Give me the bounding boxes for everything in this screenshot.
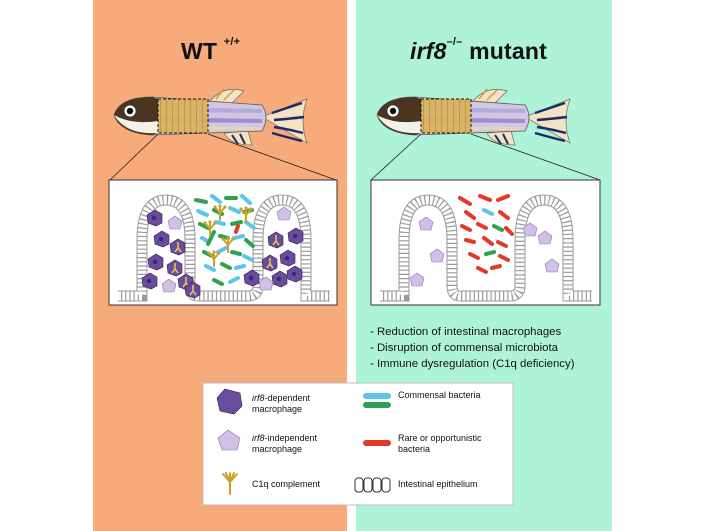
wt-commensal-bacteria (194, 194, 256, 286)
legend-dependent-label: irf8-dependent macrophage (252, 393, 311, 414)
finding-item: - Reduction of intestinal macrophages (370, 326, 562, 338)
mutant-bacteria (458, 194, 514, 274)
legend-epithelium-label: Intestinal epithelium (398, 479, 478, 489)
mutant-zoom-lines (370, 133, 601, 181)
wt-panel-title: WT +/+ (181, 36, 241, 65)
finding-item: - Disruption of commensal microbiota (370, 342, 559, 354)
legend-independent-label: irf8-independent macrophage (252, 433, 318, 454)
findings-list: - Reduction of intestinal macrophages - … (370, 324, 575, 372)
legend-c1q-label: C1q complement (252, 479, 321, 489)
mutant-genotype: –/– (446, 36, 463, 48)
legend-commensal-label: Commensal bacteria (398, 390, 481, 400)
wt-zoom-lines (109, 133, 337, 181)
legend-epithelium-icon (354, 477, 391, 493)
legend-commensal-icon (363, 393, 391, 408)
mutant-title-suffix: mutant (469, 38, 547, 64)
finding-item: - Immune dysregulation (C1q deficiency) (370, 358, 575, 370)
wt-genotype: +/+ (223, 36, 241, 48)
wt-title-text: WT (181, 38, 218, 64)
legend-independent-macrophage-icon (217, 429, 241, 451)
legend-dependent-macrophage-icon (216, 388, 243, 415)
mutant-gene-name: irf8 (410, 38, 447, 64)
legend-rare-label: Rare or opportunistic bacteria (398, 433, 482, 454)
mutant-panel-title: irf8–/– mutant (410, 36, 547, 65)
legend-c1q-icon (222, 472, 238, 495)
